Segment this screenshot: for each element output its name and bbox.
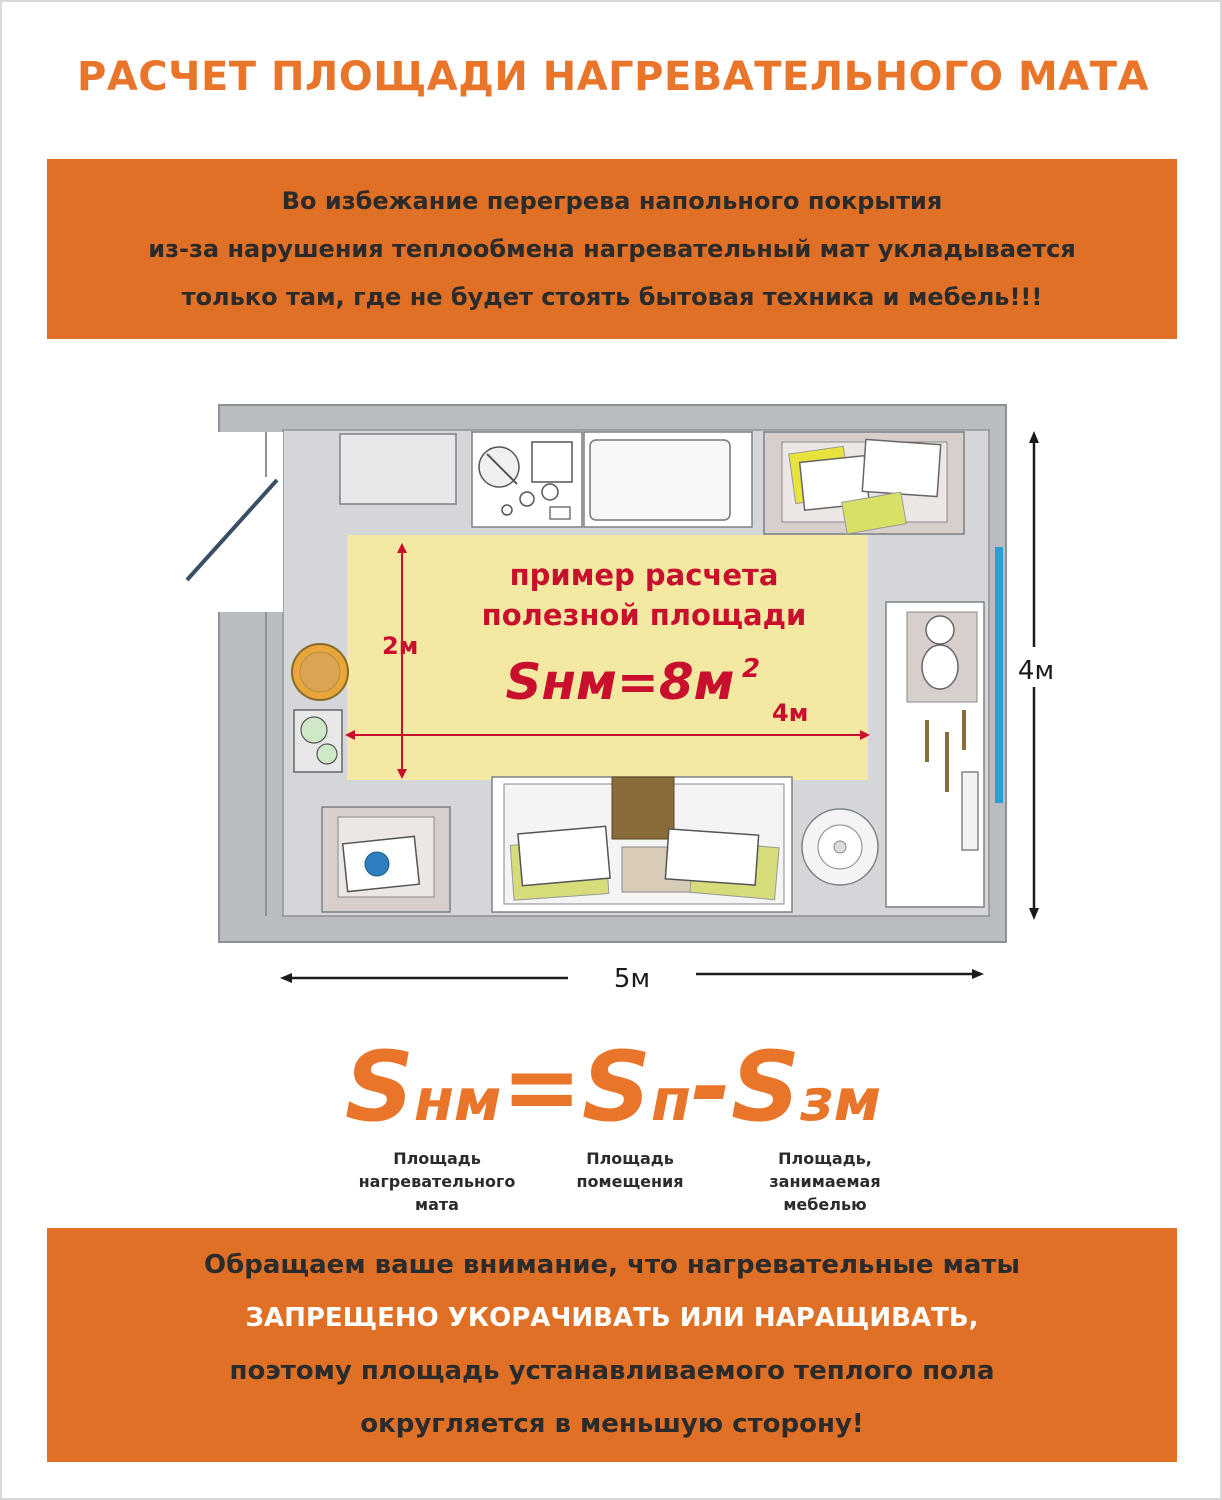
caption-line: мата bbox=[415, 1195, 459, 1214]
formula-sub2: п bbox=[651, 1066, 692, 1134]
caption-mat-area: Площадь нагревательного мата bbox=[342, 1147, 532, 1216]
caption-room-area: Площадь помещения bbox=[535, 1147, 725, 1193]
caption-line: Площадь, bbox=[778, 1149, 872, 1168]
mat-width-label: 4м bbox=[772, 699, 808, 727]
door-leaf bbox=[185, 478, 279, 582]
bottom-notice-line: округляется в меньшую сторону! bbox=[360, 1409, 864, 1439]
side-stand bbox=[293, 709, 343, 773]
formula-sub1: нм bbox=[413, 1066, 502, 1134]
top-bench bbox=[583, 431, 753, 528]
formula-s1: S bbox=[344, 1031, 414, 1143]
formula-minus: - bbox=[691, 1031, 731, 1143]
caption-line: занимаемая bbox=[769, 1172, 881, 1191]
caption-line: Площадь bbox=[393, 1149, 481, 1168]
bottom-notice-warning: ЗАПРЕЩЕНО УКОРАЧИВАТЬ ИЛИ НАРАЩИВАТЬ, bbox=[245, 1303, 979, 1333]
bottom-notice-banner: Обращаем ваше внимание, что нагревательн… bbox=[47, 1228, 1177, 1462]
bottom-notice-line: Обращаем ваше внимание, что нагревательн… bbox=[203, 1250, 1020, 1280]
mat-example-line1: пример расчета bbox=[510, 558, 779, 592]
round-stool bbox=[801, 808, 879, 886]
top-notice-line: Во избежание перегрева напольного покрыт… bbox=[281, 187, 943, 215]
top-notice-line: только там, где не будет стоять бытовая … bbox=[181, 283, 1043, 311]
window bbox=[995, 547, 1003, 803]
mat-example-line2: полезной площади bbox=[482, 598, 807, 632]
mat-example-formula-superscript: 2 bbox=[742, 654, 760, 684]
floor-plan-diagram: пример расчета полезной площади Sнм=8м 2… bbox=[185, 404, 1062, 994]
bottom-left-armchair bbox=[321, 806, 451, 913]
room-width-label: 5м bbox=[614, 964, 650, 994]
formula-equals: = bbox=[501, 1031, 582, 1143]
bottom-notice-line: поэтому площадь устанавливаемого теплого… bbox=[229, 1356, 995, 1386]
mat-example-formula: Sнм=8м bbox=[506, 653, 735, 711]
page-title: РАСЧЕТ ПЛОЩАДИ НАГРЕВАТЕЛЬНОГО МАТА bbox=[77, 54, 1149, 100]
mat-height-label: 2м bbox=[382, 632, 418, 660]
room-height-label: 4м bbox=[1018, 656, 1054, 686]
caption-line: помещения bbox=[576, 1172, 684, 1191]
formula-sub3: зм bbox=[800, 1066, 882, 1134]
top-right-armchair bbox=[763, 431, 965, 535]
top-notice-line: из-за нарушения теплообмена нагревательн… bbox=[148, 235, 1076, 263]
formula-s2: S bbox=[581, 1031, 652, 1143]
desk bbox=[471, 431, 583, 528]
caption-line: мебелью bbox=[783, 1195, 867, 1214]
area-formula: Sнм=Sп-Sзм bbox=[2, 1032, 1222, 1142]
room-height-label-bg bbox=[1012, 647, 1062, 687]
round-table bbox=[291, 643, 349, 701]
right-cabinet bbox=[885, 601, 985, 908]
caption-line: нагревательного bbox=[358, 1172, 516, 1191]
caption-line: Площадь bbox=[586, 1149, 674, 1168]
top-notice-banner: Во избежание перегрева напольного покрыт… bbox=[47, 159, 1177, 339]
bottom-sofa bbox=[491, 776, 793, 913]
caption-furniture-area: Площадь, занимаемая мебелью bbox=[730, 1147, 920, 1216]
formula-s3: S bbox=[730, 1031, 801, 1143]
cabinet bbox=[339, 433, 457, 505]
